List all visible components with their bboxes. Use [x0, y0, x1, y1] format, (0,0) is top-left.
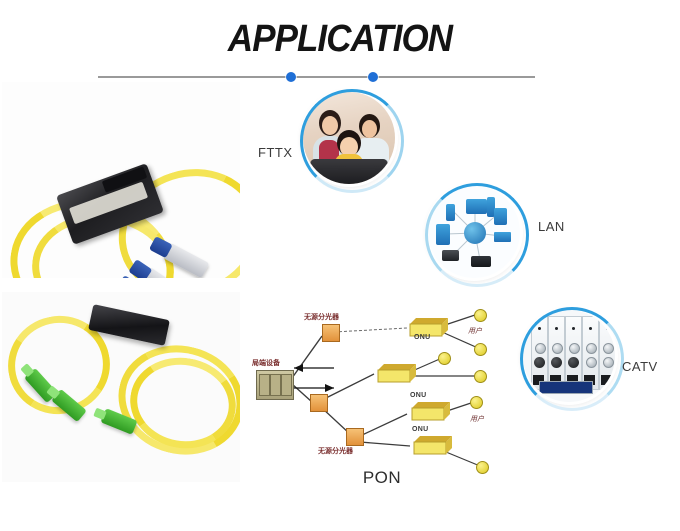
laptop-icon — [494, 232, 511, 242]
product-photo-splitter-sc — [2, 292, 240, 482]
child-face — [340, 137, 358, 157]
person-face — [322, 116, 338, 135]
pon-topology — [291, 313, 481, 467]
badge-label-lan: LAN — [538, 219, 565, 234]
user-endpoint — [470, 396, 483, 409]
catv-module — [582, 316, 599, 390]
pon-label-user-bottom: 用户 — [470, 415, 484, 423]
pon-diagram: 局端设备 无源分光器 无源分光器 ONU ONU ONU 用户 用户 — [242, 306, 522, 486]
header-divider-dot-1 — [286, 72, 296, 82]
page-header: APPLICATION — [0, 0, 680, 88]
central-office-equipment — [256, 370, 294, 400]
person-face — [362, 120, 377, 138]
catv-module — [565, 316, 582, 390]
desktop-monitor-icon — [466, 199, 487, 214]
user-endpoint — [474, 343, 487, 356]
pon-label-central-office: 局端设备 — [252, 359, 280, 367]
server-icon — [494, 208, 507, 225]
passive-splitter-top — [322, 324, 340, 342]
badge-image-catv — [523, 310, 615, 402]
catv-module — [531, 316, 548, 390]
pc-icon — [436, 224, 450, 245]
pon-label-user-top: 用户 — [468, 327, 482, 335]
onu-label: ONU — [414, 334, 431, 341]
product-photo-splitter-lc — [2, 82, 240, 278]
passive-splitter-mid — [310, 394, 328, 412]
globe-icon — [464, 222, 486, 244]
onu-label: ONU — [410, 392, 427, 399]
catv-lcd-display — [539, 381, 593, 394]
user-endpoint — [438, 352, 451, 365]
badge-label-catv: CATV — [622, 359, 658, 374]
laptop-icon — [306, 159, 392, 184]
printer-icon — [442, 250, 459, 261]
catv-module — [548, 316, 565, 390]
header-divider-dot-2 — [368, 72, 378, 82]
badge-image-fttx — [303, 92, 395, 184]
catv-module — [599, 316, 615, 390]
passive-splitter-bottom — [346, 428, 364, 446]
pon-label-splitter-top: 无源分光器 — [304, 313, 339, 321]
badge-image-lan — [428, 186, 520, 278]
page-title: APPLICATION — [227, 18, 453, 60]
header-divider — [98, 76, 535, 78]
onu-label: ONU — [412, 426, 429, 433]
user-endpoint — [474, 370, 487, 383]
badge-label-fttx: FTTX — [258, 145, 293, 160]
desktop-tower-icon — [487, 197, 495, 217]
tablet-icon — [446, 204, 455, 221]
user-endpoint — [474, 309, 487, 322]
device-icon — [471, 256, 491, 267]
pon-caption: PON — [362, 468, 402, 487]
user-endpoint — [476, 461, 489, 474]
pon-label-splitter-bottom: 无源分光器 — [318, 447, 353, 455]
